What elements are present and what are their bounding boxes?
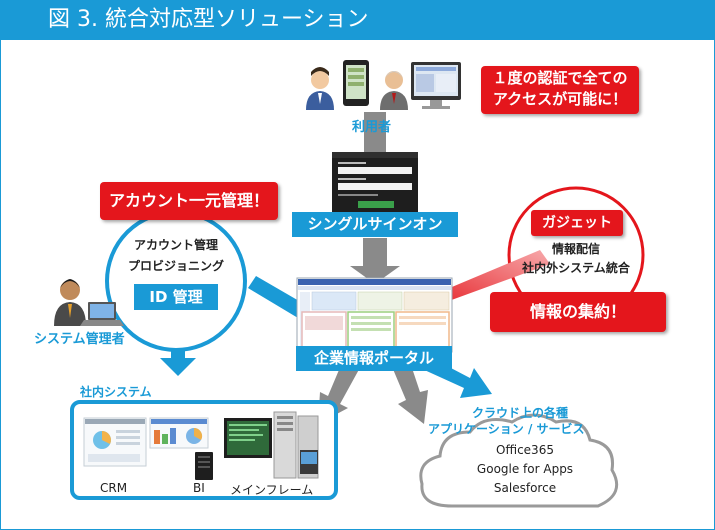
cloud-shape xyxy=(419,413,619,508)
bi-label: BI xyxy=(193,481,205,495)
arrow-portal-to-cloud-gray xyxy=(390,356,428,424)
connector-id-to-portal xyxy=(248,276,306,318)
callout-single-auth: １度の認証で全ての アクセスが可能に！ xyxy=(481,66,639,114)
arrow-users-to-sso xyxy=(364,112,386,152)
cloud-item-google-apps: Google for Apps xyxy=(476,462,574,476)
arrow-sso-to-portal xyxy=(350,238,400,284)
id-management-circle xyxy=(105,210,247,352)
users-label: 利用者 xyxy=(352,120,392,135)
gadget-badge: ガジェット xyxy=(531,210,623,236)
id-mgmt-line2: プロビジョニング xyxy=(127,259,224,273)
portal-label: 企業情報ポータル xyxy=(296,346,452,371)
crm-screenshot xyxy=(83,417,147,467)
internal-systems-title: 社内システム xyxy=(80,385,152,399)
figure-title: 図 3. 統合対応型ソリューション xyxy=(48,7,369,32)
mainframe-icon xyxy=(224,411,319,479)
gadget-line2: 社内外システム統合 xyxy=(522,261,630,275)
smartphone-icon xyxy=(343,60,369,106)
cloud-title-line2: アプリケーション / サービス xyxy=(428,422,585,436)
gadget-line1: 情報配信 xyxy=(551,242,600,256)
callout-single-auth-line1: １度の認証で全ての xyxy=(492,69,628,87)
cloud-item-salesforce: Salesforce xyxy=(493,481,557,495)
mainframe-label: メインフレーム xyxy=(230,483,314,497)
callout-single-auth-line2: アクセスが可能に！ xyxy=(492,90,628,108)
laptop-icon xyxy=(80,302,124,326)
sso-login-screen xyxy=(332,152,418,212)
admin-label: システム管理者 xyxy=(34,332,125,347)
sso-label: シングルサインオン xyxy=(292,212,458,237)
callout-info-aggregation: 情報の集約！ xyxy=(490,292,666,332)
crm-label: CRM xyxy=(100,481,128,495)
title-bar: 図 3. 統合対応型ソリューション xyxy=(0,0,715,40)
id-mgmt-badge: ID 管理 xyxy=(134,284,218,310)
bi-screenshot xyxy=(149,417,213,480)
cloud-item-office365: Office365 xyxy=(496,443,554,457)
desktop-monitor-icon xyxy=(411,62,461,109)
id-mgmt-line1: アカウント管理 xyxy=(133,238,218,252)
cloud-title-line1: クラウド上の各種 xyxy=(472,406,569,420)
callout-account-mgmt: アカウント一元管理！ xyxy=(100,182,278,220)
admin-user-icon xyxy=(54,279,86,326)
portal-screenshot xyxy=(296,277,453,353)
user-icon xyxy=(306,67,334,110)
elder-user-icon xyxy=(380,71,408,110)
